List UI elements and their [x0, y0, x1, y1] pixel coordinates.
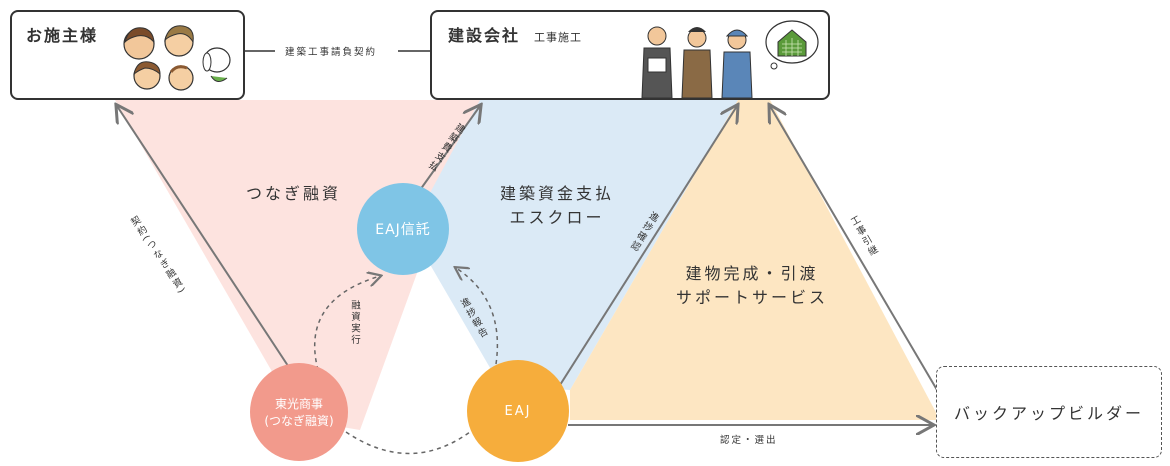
arrow-trust-to-company — [419, 106, 480, 191]
support-label-line1: 建物完成・引渡 — [685, 264, 819, 283]
backup-builder-box: バックアップビルダー — [936, 366, 1162, 458]
family-icon — [123, 25, 231, 91]
dashed-link-eaj-trust — [456, 268, 499, 365]
company-box: 建設会社工事施工 — [430, 10, 830, 100]
workers-icon — [641, 26, 753, 99]
arrow-eaj-to-company — [559, 106, 737, 386]
bridge-loan-region — [115, 100, 480, 430]
contract-label: 建築工事請負契約 — [285, 47, 378, 58]
arrow-toko-to-client — [117, 106, 297, 379]
eaj-label: EAJ — [504, 403, 532, 419]
dashed-link-toko-eaj — [345, 431, 471, 455]
arrow-backup-to-company — [770, 106, 941, 396]
support-label-line2: サポートサービス — [676, 288, 829, 307]
eaj-trust-label: EAJ信託 — [375, 222, 431, 238]
support-region — [570, 100, 940, 420]
toko-label-line1: 東光商事 — [274, 397, 323, 411]
bridge-loan-label: つなぎ融資 — [246, 184, 342, 203]
toko-label-line2: (つなぎ融資) — [264, 414, 334, 428]
eaj-trust-node: EAJ信託 — [357, 183, 449, 275]
eaj-node: EAJ — [467, 360, 569, 462]
backup-builder-title: バックアップビルダー — [953, 404, 1144, 423]
escrow-label-line2: エスクロー — [509, 208, 605, 227]
client-box: お施主様 — [10, 10, 245, 100]
support-label: 建物完成・引渡 サポートサービス — [676, 262, 828, 310]
escrow-label: 建築資金支払 エスクロー — [500, 182, 614, 230]
company-title-text: 建設会社 — [448, 26, 521, 45]
toko-node: 東光商事 (つなぎ融資) — [250, 363, 348, 461]
company-title: 建設会社工事施工 — [448, 22, 582, 46]
house-thought-icon — [765, 20, 819, 70]
company-subtitle: 工事施工 — [534, 31, 583, 44]
client-title: お施主様 — [26, 26, 99, 45]
escrow-label-line1: 建築資金支払 — [500, 184, 615, 203]
escrow-region — [410, 100, 738, 390]
certify-select-label: 認定・選出 — [720, 435, 778, 446]
loan-execution-label: 融資実行 — [349, 300, 360, 346]
